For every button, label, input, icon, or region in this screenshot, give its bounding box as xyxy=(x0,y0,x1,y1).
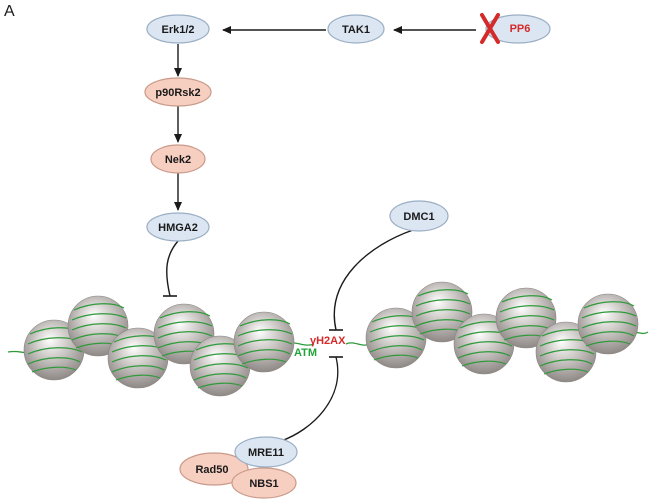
node-pp6: PP6 xyxy=(485,14,551,44)
node-pp6-label: PP6 xyxy=(510,23,531,35)
nucleosome xyxy=(577,293,639,355)
chromatin-right xyxy=(365,281,639,383)
nucleosome xyxy=(189,335,251,397)
nucleosome xyxy=(233,311,295,373)
node-erk-label: Erk1/2 xyxy=(161,24,194,36)
node-mre11: MRE11 xyxy=(234,436,298,468)
inhibit-dmc1-to-h2ax xyxy=(333,229,414,331)
node-hmga2: HMGA2 xyxy=(146,212,210,242)
nucleosome xyxy=(365,307,427,369)
nucleosome xyxy=(495,287,557,349)
node-hmga2-label: HMGA2 xyxy=(158,222,198,234)
node-dmc1: DMC1 xyxy=(389,200,449,232)
node-rad50-label: Rad50 xyxy=(195,464,228,476)
node-tak1-label: TAK1 xyxy=(342,24,370,36)
node-nbs1-label: NBS1 xyxy=(249,478,278,490)
panel-label: A xyxy=(4,3,15,20)
node-rad50: Rad50 xyxy=(179,452,249,486)
node-nek2-label: Nek2 xyxy=(165,154,191,166)
node-erk: Erk1/2 xyxy=(146,14,210,44)
node-tak1: TAK1 xyxy=(327,14,385,44)
node-p90rsk2-label: p90Rsk2 xyxy=(155,87,200,99)
nucleosome xyxy=(411,281,473,343)
node-dmc1-label: DMC1 xyxy=(403,211,434,223)
node-p90rsk2: p90Rsk2 xyxy=(144,77,212,107)
inhibit-mre11-to-h2ax xyxy=(280,356,339,442)
node-nbs1: NBS1 xyxy=(231,467,297,499)
nucleosome xyxy=(23,319,85,381)
node-mre11-label: MRE11 xyxy=(248,447,284,459)
inhibit-hmga2-to-chromatin xyxy=(166,240,179,297)
atm-marker-label: ATM xyxy=(294,347,317,359)
knockout-x-icon xyxy=(480,13,500,44)
h2ax-marker-label: γH2AX xyxy=(310,335,346,347)
node-nek2: Nek2 xyxy=(150,144,206,174)
chromatin-left xyxy=(23,295,295,397)
